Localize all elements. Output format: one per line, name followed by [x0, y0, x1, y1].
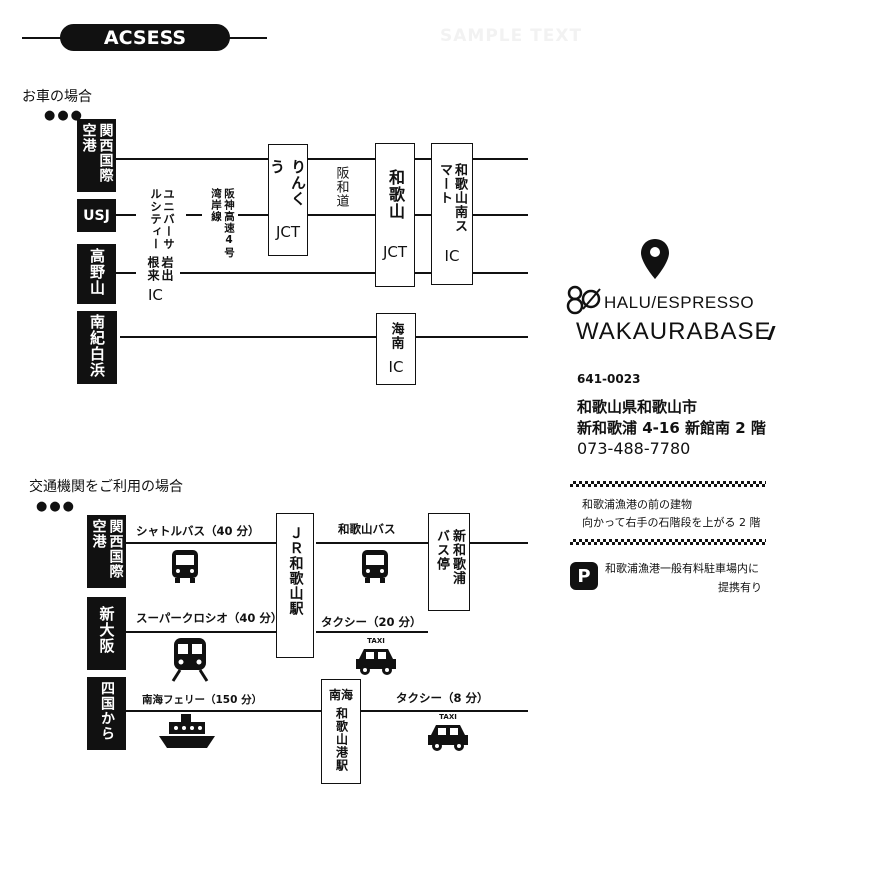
route-after-busstop [468, 542, 528, 544]
train-icon [170, 636, 210, 686]
shuttle-label: シャトルバス（40 分） [136, 524, 260, 538]
route-wakayama-bus [316, 542, 428, 544]
wakayama-bus-label: 和歌山バス [338, 522, 396, 536]
kuroshio-label: スーパークロシオ（40 分） [136, 611, 283, 625]
transit-dots: ●●● [36, 499, 77, 514]
route-kuroshio [126, 631, 276, 633]
parking-icon: P [570, 562, 598, 590]
universal-city-label: ユニバーサルシティー [149, 188, 176, 251]
taxi-icon: TAXI [354, 637, 398, 681]
origin-kix: 関西国際空港 [77, 119, 116, 192]
kainan-ic-box: 海南 IC [376, 313, 416, 385]
origin-usj: USJ [77, 199, 116, 232]
smart-ic-box: 和歌山南スマート IC [431, 143, 473, 285]
transit-heading: 交通機関をご利用の場合 [29, 479, 183, 495]
address-line2: 新和歌浦 4-16 新館南 2 階 [577, 419, 766, 437]
postal-code: 641-0023 [577, 372, 641, 386]
parking-line1: 和歌浦漁港一般有料駐車場内に [605, 562, 759, 575]
taxi-sign: TAXI [367, 637, 385, 645]
bus-icon [170, 548, 200, 588]
route-shuttle [126, 542, 276, 544]
origin-koyasan: 高野山 [77, 244, 116, 304]
transit-origin-shikoku: 四国から [87, 677, 126, 750]
watermark: SAMPLE TEXT [440, 26, 583, 46]
nankai-wakayamako-box: 南海 和歌山港駅 [321, 679, 361, 784]
iwade-ic: IC [148, 286, 163, 304]
page-title: ACSESS [60, 24, 230, 51]
taxi-sign-2: TAXI [439, 713, 457, 721]
address-line1: 和歌山県和歌山市 [577, 398, 698, 416]
bus-icon-2 [360, 548, 390, 588]
iwade-label: 岩出根来 [146, 256, 174, 282]
hanshin-expressway-label: 阪神高速4号湾岸線 [210, 188, 235, 259]
note-line2: 向かって右手の石階段を上がる 2 階 [582, 516, 761, 529]
parking-line2: 提携有り [718, 581, 762, 594]
road-usj-a [116, 214, 136, 216]
taxi20-label: タクシー（20 分） [321, 615, 422, 629]
road-usj-b [186, 214, 202, 216]
origin-shirahama: 南紀白浜 [77, 311, 117, 384]
logo-line1: HALU/ESPRESSO [604, 293, 755, 312]
divider-top [570, 481, 766, 487]
map-pin-icon [640, 238, 670, 284]
road-koya-b [180, 272, 528, 274]
phone-number: 073-488-7780 [577, 439, 691, 458]
road-koya-a [116, 272, 136, 274]
wakayama-jct-box: 和歌山 JCT [375, 143, 415, 287]
road-kix-2 [306, 158, 528, 160]
route-taxi8 [361, 710, 528, 712]
ferry-label: 南海フェリー（150 分） [142, 694, 263, 706]
note-line1: 和歌浦漁港の前の建物 [582, 498, 692, 511]
transit-origin-shinosaka: 新大阪 [87, 597, 126, 670]
route-taxi20 [316, 631, 428, 633]
road-kix [116, 158, 268, 160]
hanwa-label: 阪和道 [333, 166, 349, 208]
taxi8-label: タクシー（8 分） [396, 691, 489, 705]
rinku-jct-box: りんくう JCT [268, 144, 308, 256]
car-dots: ●●● [44, 108, 85, 123]
divider-bottom [570, 539, 766, 545]
route-ferry [126, 710, 321, 712]
shinwaka-busstop-box: 新和歌浦バス停 [428, 513, 470, 611]
halu-logo-mark [566, 284, 604, 320]
car-heading: お車の場合 [22, 89, 92, 105]
taxi-icon-2: TAXI [426, 713, 470, 757]
transit-origin-kix: 関西国際空港 [87, 515, 126, 588]
road-shirahama [120, 336, 528, 338]
ship-icon [157, 712, 217, 756]
jr-wakayama-box: ＪＲ和歌山駅 [276, 513, 314, 658]
logo-line2: WAKAURABASE [576, 318, 772, 345]
